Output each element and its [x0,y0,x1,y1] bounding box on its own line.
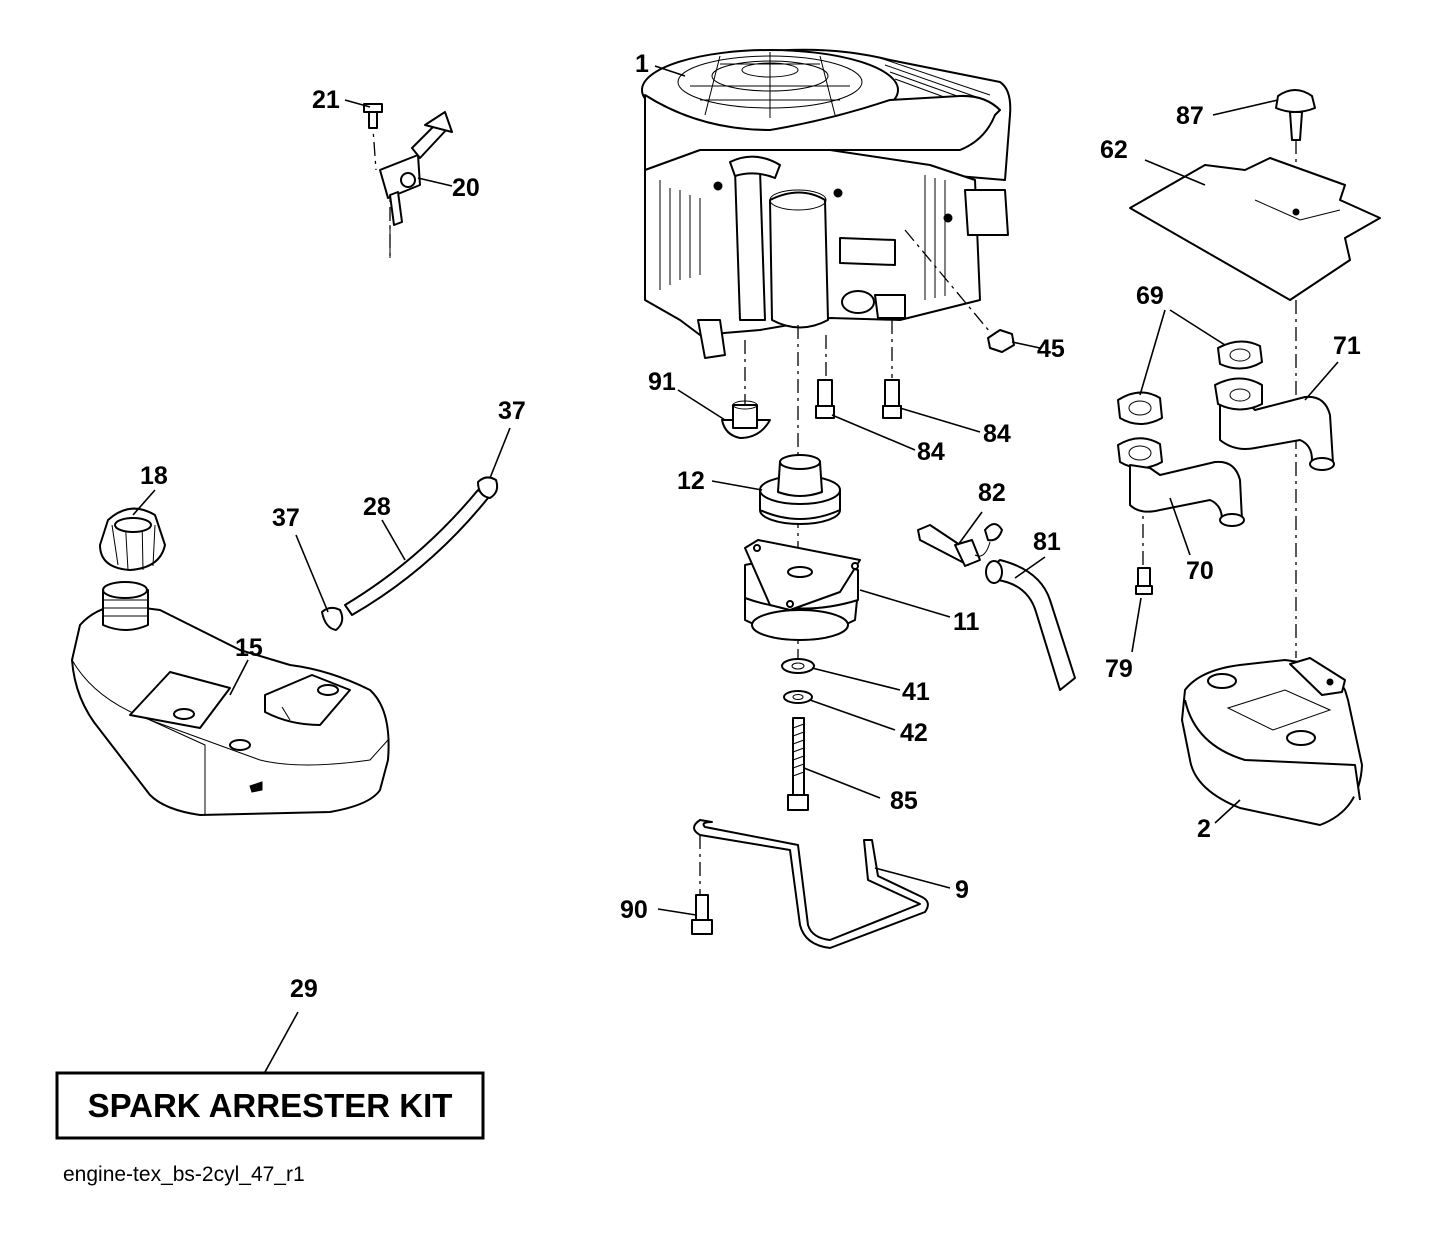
exhaust-pipe-part-71 [1214,377,1335,471]
callout-62: 62 [1100,136,1128,164]
callout-69: 69 [1136,282,1164,310]
nut-part-45 [987,329,1015,353]
washer-part-42 [783,690,813,704]
callout-70: 70 [1186,557,1214,585]
fuel-cap-part-18 [99,507,166,571]
callout-9: 9 [955,876,969,904]
bolt-part-85 [787,717,809,811]
fitting-part-82 [917,523,1003,567]
spark-arrester-kit-box: SPARK ARRESTER KIT [55,1071,485,1140]
exhaust-pipe-part-70 [1129,460,1245,527]
clamp-part-37b [321,606,344,631]
callout-42: 42 [900,719,928,747]
callout-15: 15 [235,634,263,662]
callout-79: 79 [1105,655,1133,683]
callout-37a: 37 [498,397,526,425]
bolt-part-90 [691,894,713,935]
callout-45: 45 [1037,335,1065,363]
callout-90: 90 [620,896,648,924]
callout-20: 20 [452,174,480,202]
fuel-tank-part-15 [71,581,390,816]
muffler-part-2 [1181,657,1363,826]
callout-37b: 37 [272,504,300,532]
callout-11: 11 [953,608,980,636]
callout-87: 87 [1176,102,1204,130]
callout-2: 2 [1197,815,1211,843]
leader-lines [132,65,1339,1073]
callout-18: 18 [140,462,168,490]
callout-71: 71 [1333,332,1361,360]
knob-part-87 [1275,89,1316,141]
engine-part-1 [641,48,1012,359]
bolt-part-21 [363,103,383,129]
spark-arrester-kit-label: SPARK ARRESTER KIT [88,1087,453,1124]
callout-21: 21 [312,86,340,114]
bolt-part-84a [815,379,835,419]
callout-29: 29 [290,975,318,1003]
gasket-part-69 [1117,340,1263,469]
callout-12: 12 [677,467,705,495]
washer-part-41 [781,658,815,674]
drawing-file-name: engine-tex_bs-2cyl_47_r1 [63,1163,305,1186]
callout-labels: 1 2 9 11 12 15 18 20 21 28 29 37 37 41 4… [140,50,1361,1003]
heat-shield-part-62 [1129,157,1381,301]
callout-91: 91 [648,368,676,396]
throttle-control-part-20 [379,111,453,258]
clutch-part-11 [744,539,861,641]
hose-part-81 [985,559,1076,691]
callout-84b: 84 [917,438,945,466]
spacer-part-91 [721,400,771,439]
bolt-part-79 [1135,567,1153,595]
rod-part-9 [693,819,929,949]
callout-84a: 84 [983,420,1011,448]
clamp-part-37a [477,476,499,499]
callout-28: 28 [363,493,391,521]
callout-41: 41 [902,678,930,706]
pulley-part-12 [759,454,841,525]
callout-1: 1 [635,50,649,78]
callout-81: 81 [1033,528,1061,556]
callout-82: 82 [978,479,1006,507]
bolt-part-84b [882,379,902,419]
callout-85: 85 [890,787,918,815]
